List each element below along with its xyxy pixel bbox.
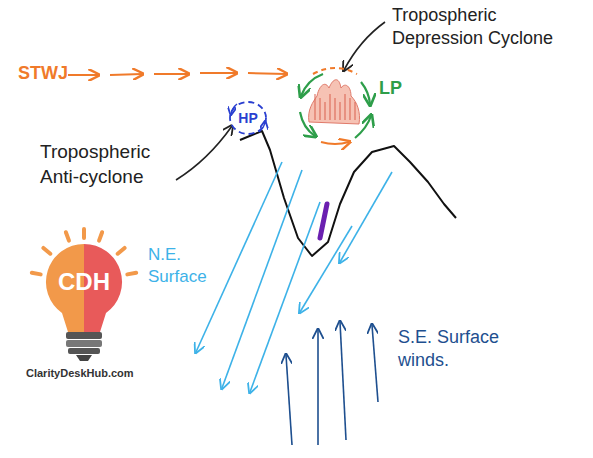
pressure-label: LP (379, 78, 402, 99)
leader-line (176, 126, 232, 180)
wind-label: S.E. Surface winds. (398, 326, 530, 373)
website-label: ClarityDeskHub.com (26, 366, 134, 380)
jet-stream-label: STWJ (18, 62, 68, 85)
lp-shape (295, 66, 375, 146)
pressure-circle: LP (295, 66, 375, 146)
logo-bulb: CDH (28, 234, 140, 362)
cyclone-label: Tropospheric Depression Cyclone (392, 4, 584, 51)
valley-mark (320, 204, 327, 238)
logo-text: CDH (58, 268, 110, 296)
mountain-outline (240, 131, 456, 256)
pressure-label: HP (238, 110, 257, 126)
se-wind-arrows (286, 322, 378, 445)
anticyclone-label: Tropospheric Anti-cyclone (40, 140, 172, 189)
cdh-shape (28, 234, 140, 362)
pressure-circle: HP (229, 100, 267, 136)
wind-label: N.E. Surface (148, 244, 228, 288)
ne-wind-arrows (196, 162, 392, 392)
jet-stream-arrows (68, 73, 286, 75)
leader-line (344, 22, 385, 70)
